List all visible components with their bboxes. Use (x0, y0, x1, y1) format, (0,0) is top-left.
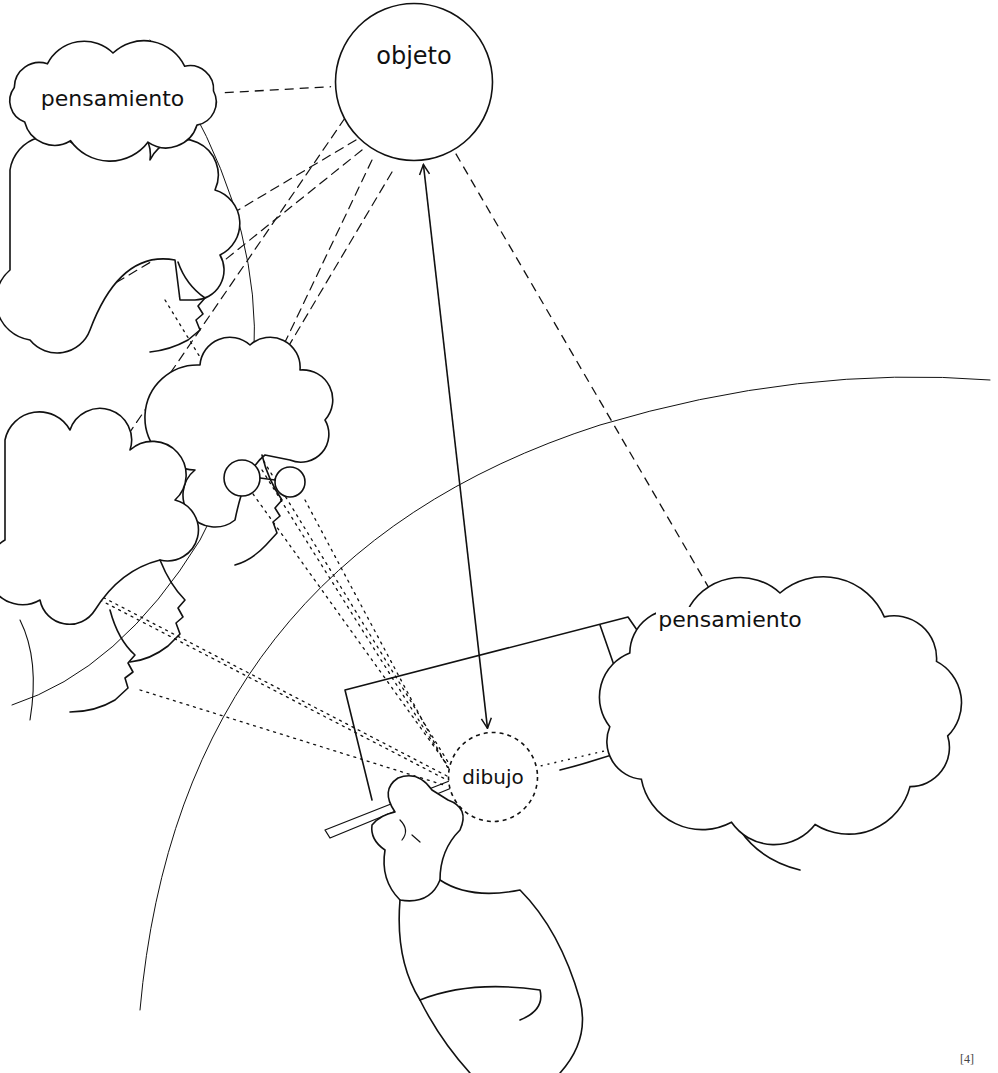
cuff (420, 987, 541, 1020)
outline-shape (449, 733, 538, 822)
node-label: objeto (374, 43, 453, 71)
drawing-circle: dibujo (447, 731, 539, 823)
sight-line (305, 500, 450, 772)
face-profile (70, 610, 135, 712)
sight-line (262, 470, 450, 770)
arm (399, 900, 470, 1073)
outline-shape (599, 577, 961, 845)
face-profile (130, 560, 185, 662)
heads (0, 120, 333, 720)
glasses-bridge (260, 478, 275, 480)
connector (456, 154, 711, 592)
face-profile (150, 262, 205, 352)
hair (0, 408, 198, 624)
sight-line (60, 575, 447, 776)
glasses (224, 460, 260, 496)
hand-detail (400, 820, 420, 842)
thought-cloud: pensamiento (3, 45, 223, 153)
outline-shape (336, 4, 493, 161)
node-label: pensamiento (39, 86, 187, 111)
sight-line (140, 690, 447, 786)
node-label: pensamiento (656, 607, 804, 632)
object-circle-outline (334, 2, 494, 162)
neck-line (20, 620, 33, 720)
figure-number: [4] (960, 1052, 974, 1067)
glasses (275, 467, 305, 497)
object-circle: objeto (334, 2, 494, 162)
outline-shape (9, 41, 215, 161)
arm (440, 880, 583, 1073)
sight-line (100, 600, 447, 780)
guide-arc (140, 377, 990, 1010)
connector (423, 165, 487, 729)
thought-cloud: pensamiento (600, 585, 960, 835)
node-label: dibujo (460, 766, 525, 789)
sight-line (200, 420, 448, 766)
hand (372, 776, 463, 901)
connector (541, 751, 607, 766)
connector (225, 87, 331, 93)
